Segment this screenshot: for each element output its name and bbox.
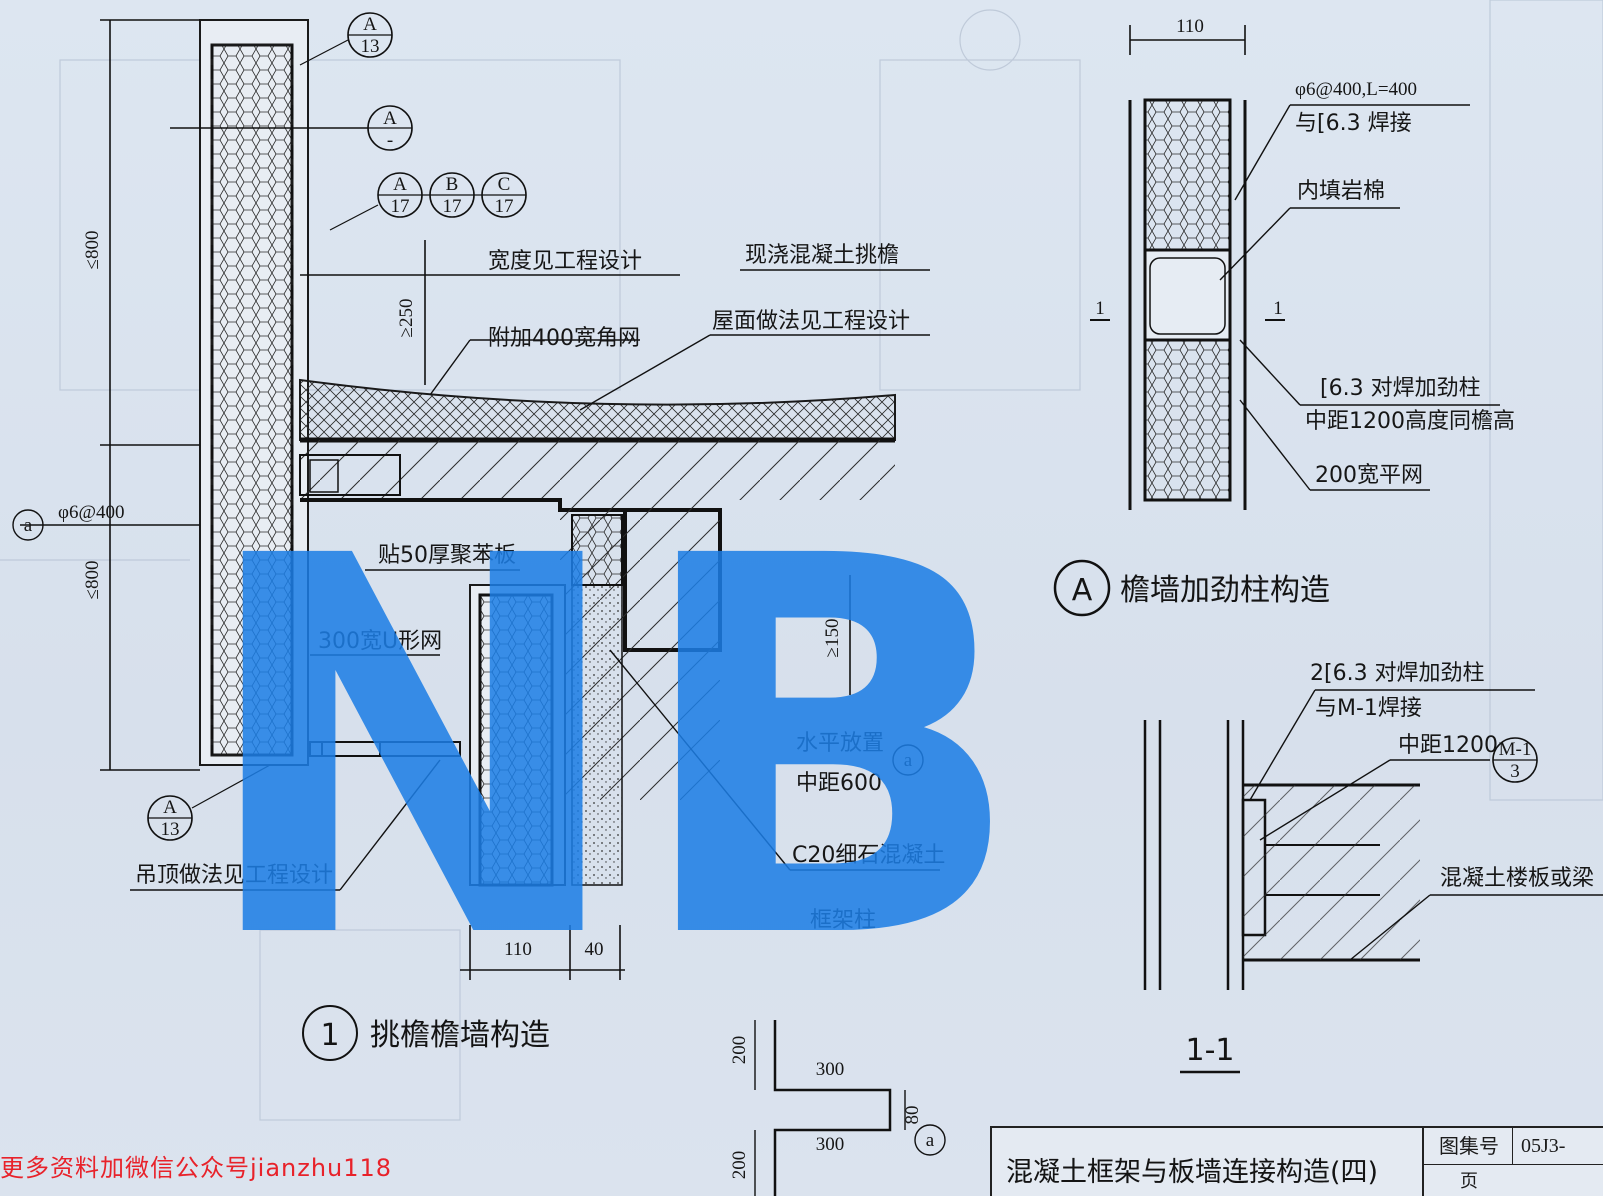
title-block-val-atlas: 05J3- bbox=[1512, 1128, 1603, 1165]
label-ceiling: 吊顶做法见工程设计 bbox=[135, 863, 333, 888]
callout-a13-top: A 13 bbox=[299, 12, 393, 66]
callout-a-section: A - bbox=[170, 105, 413, 151]
svg-text:B: B bbox=[446, 174, 459, 195]
svg-text:A: A bbox=[383, 108, 397, 129]
svg-text:a: a bbox=[926, 1130, 935, 1151]
svg-text:17: 17 bbox=[391, 196, 410, 217]
svg-text:M-1: M-1 bbox=[1499, 739, 1532, 760]
callout-small-a-mid: a bbox=[892, 744, 924, 776]
detail-a-small-drawing bbox=[754, 1020, 906, 1196]
title-block-title: 混凝土框架与板墙连接构造(四) bbox=[1006, 1157, 1379, 1188]
label-a-stiffener: [6.3 对焊加劲柱 bbox=[1320, 376, 1481, 401]
svg-text:3: 3 bbox=[1510, 761, 1520, 782]
wall-panel-lower bbox=[469, 514, 623, 887]
title-block-key-page: 页 bbox=[1422, 1165, 1514, 1196]
label-horizontal: 水平放置 bbox=[796, 731, 884, 756]
leader-lines-detail1 bbox=[20, 269, 940, 891]
callout-small-a-left: a bbox=[12, 509, 44, 541]
title-block-key-atlas: 图集号 bbox=[1422, 1128, 1514, 1165]
svg-text:1: 1 bbox=[320, 1018, 339, 1053]
label-11-slab: 混凝土楼板或梁 bbox=[1440, 866, 1594, 891]
detailA-title: A 檐墙加劲柱构造 bbox=[1053, 559, 1330, 617]
dim-800-top: ≤800 bbox=[82, 231, 103, 270]
section-mark-right: 1 bbox=[1273, 298, 1283, 319]
label-u-mesh: 300宽U形网 bbox=[318, 629, 442, 654]
watermark-nb: NB bbox=[195, 447, 1027, 1053]
section11-title: 1-1 bbox=[1180, 1033, 1240, 1074]
dim-110: 110 bbox=[504, 939, 532, 960]
label-a-stiffener2: 中距1200高度同檐高 bbox=[1305, 409, 1515, 434]
label-spacing600: 中距600 bbox=[796, 771, 882, 796]
dim-small-200-bottom: 200 bbox=[729, 1151, 750, 1180]
label-corner-mesh: 附加400宽角网 bbox=[488, 326, 640, 351]
leader-lines-section11 bbox=[1249, 689, 1603, 961]
section-mark-left: 1 bbox=[1095, 298, 1105, 319]
label-11-spacing: 中距1200 bbox=[1398, 733, 1498, 758]
dim-40: 40 bbox=[585, 939, 604, 960]
svg-text:-: - bbox=[387, 130, 393, 151]
label-roof-note: 屋面做法见工程设计 bbox=[712, 309, 910, 334]
dim-small-200-top: 200 bbox=[729, 1036, 750, 1065]
svg-text:17: 17 bbox=[495, 196, 514, 217]
label-polystyrene: 贴50厚聚苯板 bbox=[378, 543, 516, 568]
svg-text:13: 13 bbox=[161, 819, 180, 840]
label-width-note: 宽度见工程设计 bbox=[488, 249, 642, 274]
section-1-1-drawing bbox=[1143, 720, 1420, 990]
svg-text:A: A bbox=[393, 174, 407, 195]
stiffener-column-elevation bbox=[1090, 25, 1285, 510]
svg-text:a: a bbox=[24, 515, 33, 536]
ceiling-strip bbox=[309, 741, 461, 757]
dim-small-80: 80 bbox=[902, 1106, 923, 1125]
dim-a-110: 110 bbox=[1176, 16, 1204, 37]
callout-m1: M-1 3 bbox=[1492, 737, 1538, 783]
label-column: 框架柱 bbox=[810, 908, 876, 933]
ad-text: 更多资料加微信公众号jianzhu118 bbox=[0, 1154, 393, 1182]
label-11-weld: 与M-1焊接 bbox=[1315, 696, 1422, 721]
dimension-lines-detail1 bbox=[100, 19, 851, 980]
svg-text:A: A bbox=[363, 14, 377, 35]
label-a-weld: 与[6.3 焊接 bbox=[1295, 111, 1412, 136]
label-rebar-left: φ6@400 bbox=[58, 502, 124, 523]
dim-small-300-bottom: 300 bbox=[816, 1134, 845, 1155]
label-a-rebar: φ6@400,L=400 bbox=[1295, 79, 1417, 100]
svg-text:a: a bbox=[904, 750, 913, 771]
svg-text:挑檐檐墙构造: 挑檐檐墙构造 bbox=[370, 1018, 550, 1053]
dim-800-bottom: ≤800 bbox=[82, 561, 103, 600]
dim-150: ≥150 bbox=[822, 619, 843, 658]
svg-text:1-1: 1-1 bbox=[1186, 1033, 1235, 1068]
svg-text:C: C bbox=[498, 174, 511, 195]
title-block: 混凝土框架与板墙连接构造(四) 图集号 05J3- 页 bbox=[990, 1126, 1603, 1196]
leader-lines-detailA bbox=[1219, 104, 1500, 491]
label-concrete: C20细石混凝土 bbox=[792, 843, 945, 868]
dim-small-300-top: 300 bbox=[816, 1059, 845, 1080]
svg-text:A: A bbox=[1072, 573, 1093, 608]
svg-text:A: A bbox=[163, 797, 177, 818]
svg-text:13: 13 bbox=[361, 36, 380, 57]
dim-250: ≥250 bbox=[396, 299, 417, 338]
detail1-title: 1 挑檐檐墙构造 bbox=[302, 1005, 550, 1061]
label-cast-eave: 现浇混凝土挑檐 bbox=[745, 243, 899, 268]
callout-17-group: A 17 B 17 C 17 bbox=[329, 172, 527, 231]
callout-a13-bottom: A 13 bbox=[147, 764, 271, 841]
label-a-flat-mesh: 200宽平网 bbox=[1315, 463, 1423, 488]
wall-panel-left bbox=[199, 19, 309, 766]
svg-text:17: 17 bbox=[443, 196, 462, 217]
label-a-rockwool: 内填岩棉 bbox=[1297, 179, 1385, 204]
label-11-stiffener: 2[6.3 对焊加劲柱 bbox=[1310, 661, 1485, 686]
callout-small-a-bottom: a bbox=[914, 1124, 946, 1156]
svg-text:檐墙加劲柱构造: 檐墙加劲柱构造 bbox=[1120, 573, 1330, 608]
